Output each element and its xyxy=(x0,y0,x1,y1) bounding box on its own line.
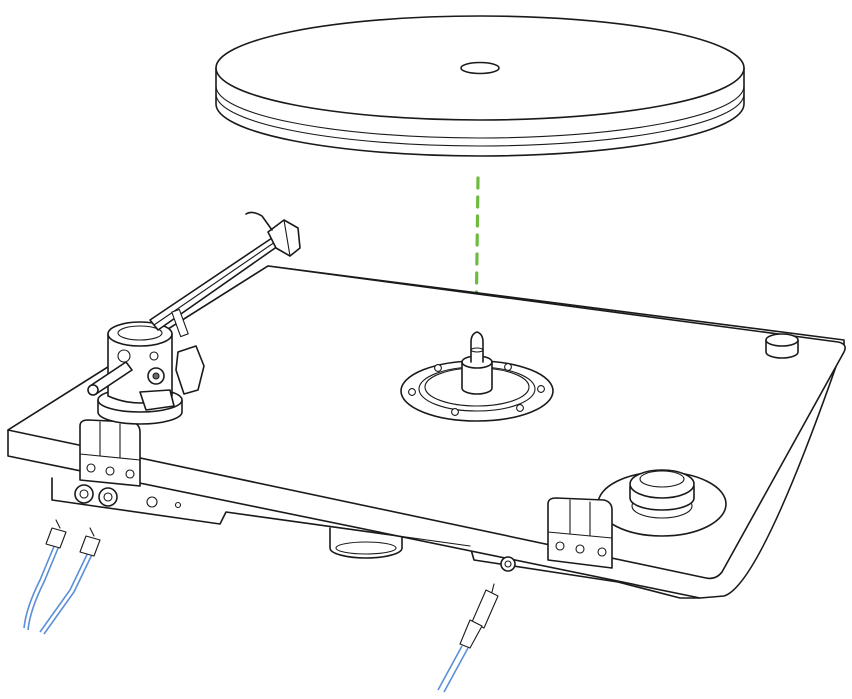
dc-power-socket xyxy=(500,556,516,572)
screw-hole xyxy=(451,408,459,416)
alignment-guide xyxy=(474,176,480,332)
plinth-skirt xyxy=(51,477,713,599)
platter-groove-lower xyxy=(215,93,745,147)
platter-groove-upper xyxy=(215,85,745,139)
hinge-left xyxy=(79,419,141,487)
screw-hole xyxy=(516,404,524,412)
spindle xyxy=(470,331,484,363)
rca-cable-left xyxy=(23,531,61,629)
headshell xyxy=(245,211,301,257)
front-foot xyxy=(329,527,403,559)
spindle-bearing xyxy=(400,331,554,422)
screw-hole xyxy=(434,364,442,372)
rca-outputs xyxy=(74,484,182,509)
counterweight xyxy=(87,384,99,396)
screw-hole xyxy=(537,385,545,393)
ground-terminal xyxy=(146,496,158,508)
dc-power-cable xyxy=(437,583,499,693)
motor-pulley xyxy=(597,469,727,537)
platter-center-hole xyxy=(460,61,500,75)
rca-cable-right xyxy=(39,539,95,633)
power-knob xyxy=(765,333,799,359)
platter xyxy=(215,15,745,157)
rca-cables xyxy=(23,519,101,635)
screw-hole xyxy=(408,388,416,396)
tonearm xyxy=(87,211,301,425)
screw-hole xyxy=(504,363,512,371)
hinge-right xyxy=(547,497,613,569)
